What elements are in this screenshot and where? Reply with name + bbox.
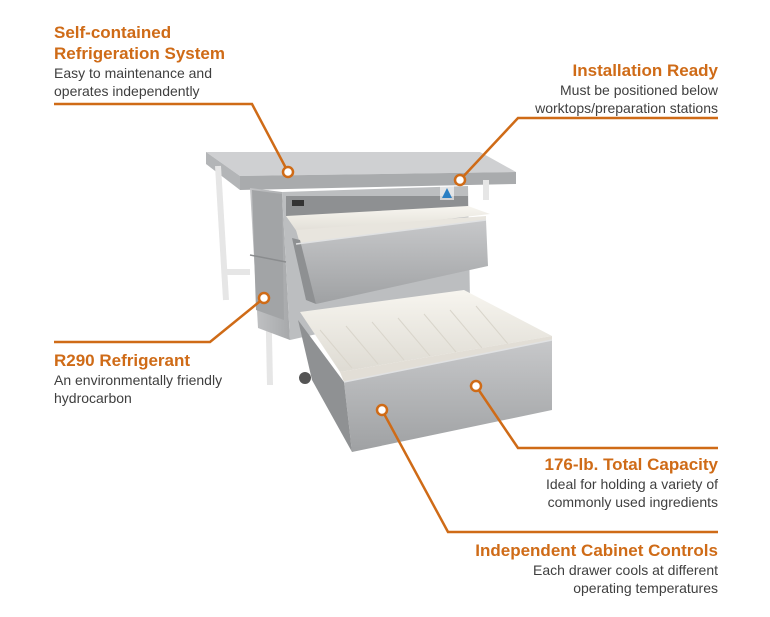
callout-installation-ready: Installation Ready Must be positioned be… — [500, 60, 718, 117]
callout-independent-controls: Independent Cabinet Controls Each drawer… — [440, 540, 718, 597]
callout-title: Independent Cabinet Controls — [475, 541, 718, 560]
callout-r290-refrigerant: R290 Refrigerant An environmentally frie… — [54, 350, 224, 407]
callout-self-contained: Self-contained Refrigeration System Easy… — [54, 22, 274, 100]
callout-total-capacity: 176-lb. Total Capacity Ideal for holding… — [520, 454, 718, 511]
callout-title: 176-lb. Total Capacity — [544, 455, 718, 474]
callout-anchor-dots — [257, 165, 483, 417]
callout-description: Ideal for holding a variety of commonly … — [546, 476, 718, 510]
callout-description: An environmentally friendly hydrocarbon — [54, 372, 223, 406]
lower-drawer — [298, 290, 553, 452]
triangle-logo-icon — [440, 186, 454, 200]
callout-description: Must be positioned below worktops/prepar… — [535, 82, 718, 116]
callout-title: Self-contained Refrigeration System — [54, 23, 225, 63]
callout-title: R290 Refrigerant — [54, 351, 191, 370]
callout-description: Each drawer cools at different operating… — [533, 562, 718, 596]
upper-drawer — [286, 206, 490, 304]
callout-title: Installation Ready — [572, 61, 718, 80]
callout-description: Easy to maintenance and operates indepen… — [54, 65, 212, 99]
callout-leader-lines — [54, 102, 718, 534]
